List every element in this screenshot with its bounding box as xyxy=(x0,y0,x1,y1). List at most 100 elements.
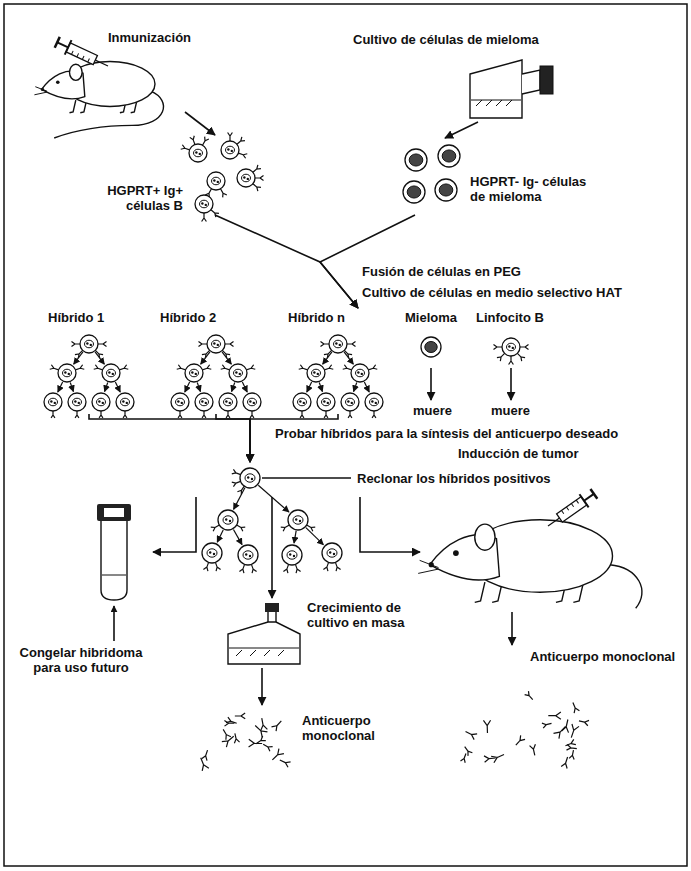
antibody xyxy=(202,365,211,370)
cell-nucleus xyxy=(242,174,251,182)
nucleus-dot xyxy=(78,402,80,404)
nucleus-dot xyxy=(249,555,251,557)
growth-arrow xyxy=(319,382,322,391)
antibody xyxy=(215,562,220,571)
antibody xyxy=(98,342,107,347)
antibody xyxy=(509,356,514,365)
antibody xyxy=(50,365,59,370)
antibody xyxy=(237,525,246,531)
step-note: Probar híbridos para la síntesis del ant… xyxy=(275,426,618,441)
antibody xyxy=(253,184,261,191)
cell xyxy=(205,172,227,197)
antibody xyxy=(548,712,561,719)
antibody xyxy=(261,718,268,731)
cell xyxy=(237,165,264,191)
antibody xyxy=(51,411,55,418)
nucleus-dot xyxy=(209,551,211,553)
mouse-tail xyxy=(610,565,642,609)
antibody xyxy=(198,342,207,347)
cell-membrane xyxy=(341,393,359,411)
antibody xyxy=(235,713,245,719)
nucleus-dot xyxy=(249,400,251,402)
nucleus-dot xyxy=(247,476,249,478)
nucleus-dot xyxy=(329,551,331,553)
culture-flask: Cultivo de células de mieloma xyxy=(350,28,560,122)
vial-body xyxy=(101,521,127,600)
nucleus-dot xyxy=(251,478,253,480)
nucleus-dot xyxy=(74,400,76,402)
antibody xyxy=(483,720,490,733)
process-arrow xyxy=(215,215,358,308)
cell-membrane xyxy=(44,393,62,411)
antibody xyxy=(307,525,316,531)
flask-neck xyxy=(522,70,540,94)
cell-membrane xyxy=(229,364,247,382)
cell-nucleus xyxy=(234,369,243,377)
cell xyxy=(238,545,258,573)
nucleus-dot xyxy=(108,371,110,373)
nucleus-dot xyxy=(217,181,219,183)
myeloma-cell: Mieloma xyxy=(400,308,462,368)
antibody xyxy=(234,733,239,743)
nucleus-dot xyxy=(191,371,193,373)
cell-membrane xyxy=(435,179,457,201)
antibody xyxy=(238,153,247,158)
nucleus-dot xyxy=(54,402,56,404)
growth-arrow xyxy=(105,382,108,391)
nucleus-dot xyxy=(213,179,215,181)
cell-nucleus xyxy=(224,398,233,406)
leader-line xyxy=(262,477,351,478)
mouse-ear xyxy=(475,524,495,550)
antibody xyxy=(201,758,209,771)
antibody xyxy=(280,760,291,767)
nucleus-dot xyxy=(98,400,100,402)
nucleus-dot xyxy=(213,342,215,344)
cell xyxy=(317,393,335,418)
cell-membrane xyxy=(195,195,213,213)
cell-membrane xyxy=(68,393,86,411)
antibody xyxy=(211,525,220,531)
node-text: HGPRT- Ig- células de mieloma xyxy=(470,174,595,204)
mouse-drawing xyxy=(34,62,163,139)
b-cell-cluster: HGPRT+ Ig+ células B xyxy=(95,135,255,215)
nucleus-dot xyxy=(313,371,315,373)
process-arrow xyxy=(89,414,250,462)
antibody xyxy=(232,481,241,486)
nucleus-dot xyxy=(303,402,305,404)
antibody xyxy=(178,411,182,418)
growth-arrow xyxy=(354,382,357,391)
mouse-eye xyxy=(56,80,60,84)
process-arrow xyxy=(360,497,420,552)
cell-membrane xyxy=(218,510,238,530)
antibody xyxy=(99,411,103,418)
cell xyxy=(421,337,441,357)
antibody xyxy=(263,744,272,751)
antibody xyxy=(190,136,195,145)
cell xyxy=(405,149,427,171)
cell-membrane xyxy=(189,144,207,162)
flask-body xyxy=(228,622,300,664)
nucleus-dot xyxy=(289,553,291,555)
cell xyxy=(320,335,355,358)
flask-cap xyxy=(540,66,553,94)
cell-membrane xyxy=(171,393,189,411)
growth-arrow xyxy=(306,528,323,545)
cell-nucleus xyxy=(507,343,516,351)
antibody xyxy=(520,345,529,350)
nucleus-dot xyxy=(199,153,201,155)
antibody xyxy=(281,525,290,531)
cell xyxy=(435,179,457,201)
cell-membrane xyxy=(80,335,98,353)
nucleus-dot xyxy=(357,371,359,373)
cell-nucleus xyxy=(207,549,217,557)
nucleus-dot xyxy=(339,344,341,346)
nucleus-dot xyxy=(112,373,114,375)
antibody-pile xyxy=(201,713,291,771)
cell-nucleus xyxy=(85,340,94,348)
cell-membrane xyxy=(307,364,325,382)
cell-membrane xyxy=(365,393,383,411)
process-arrow xyxy=(216,414,250,462)
nucleus-dot xyxy=(235,371,237,373)
antibody xyxy=(566,744,576,750)
antibody xyxy=(324,365,333,370)
